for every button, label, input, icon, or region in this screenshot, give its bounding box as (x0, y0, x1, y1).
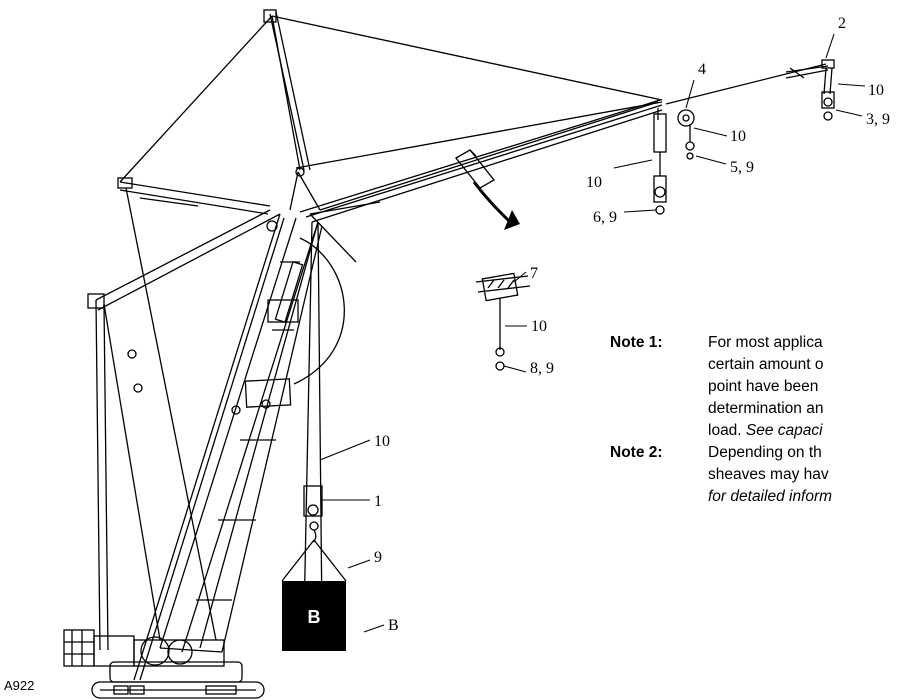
load-block (282, 581, 346, 651)
callout-6-9: 6, 9 (593, 209, 617, 226)
note-1-line-4: determination an (708, 400, 824, 417)
mast-and-backstays (87, 201, 381, 681)
note-1-line-2: certain amount o (708, 356, 824, 373)
note-2-line-2: sheaves may hav (708, 466, 829, 483)
notes-panel: Note 1: For most applica certain amount … (610, 332, 901, 508)
note-2-label: Note 2: (610, 444, 663, 461)
note-2-detail-ref: for detailed inform (708, 488, 833, 505)
callout-2: 2 (838, 15, 846, 32)
note-1-line-1: For most applica (708, 334, 823, 351)
struts (117, 9, 663, 641)
detail-attachment (475, 272, 531, 371)
note-1: Note 1: For most applica certain amount … (610, 332, 901, 442)
detail-arrow-head (504, 210, 520, 230)
fly-jib-tip (785, 59, 835, 121)
callout-10-jib: 10 (730, 128, 746, 145)
callout-10-left: 10 (586, 174, 602, 191)
callout-B: B (388, 617, 399, 634)
luffing-jib (299, 99, 663, 223)
callout-3-9: 3, 9 (866, 111, 890, 128)
note-2-line-1: Depending on th (708, 444, 822, 461)
note-2: Note 2: Depending on th sheaves may hav … (610, 442, 901, 508)
note-1-label: Note 1: (610, 334, 663, 351)
note-1-line-5: load. (708, 422, 746, 439)
callout-4: 4 (698, 61, 706, 78)
load-block-label: B (308, 607, 321, 627)
callout-10-detail: 10 (531, 318, 547, 335)
note-1-capacity-ref: See capaci (745, 422, 823, 439)
main-hoist (281, 221, 347, 621)
figure-id: A922 (4, 678, 35, 693)
callout-8-9: 8, 9 (530, 360, 554, 377)
callout-5-9: 5, 9 (730, 159, 754, 176)
callout-9: 9 (374, 549, 382, 566)
callout-7: 7 (530, 265, 538, 282)
callout-10-top: 10 (868, 82, 884, 99)
detail-arrow (472, 181, 512, 224)
note-1-line-3: point have been (708, 378, 819, 395)
crawler-base (63, 629, 265, 699)
callout-10-main: 10 (374, 433, 390, 450)
callout-1: 1 (374, 493, 382, 510)
